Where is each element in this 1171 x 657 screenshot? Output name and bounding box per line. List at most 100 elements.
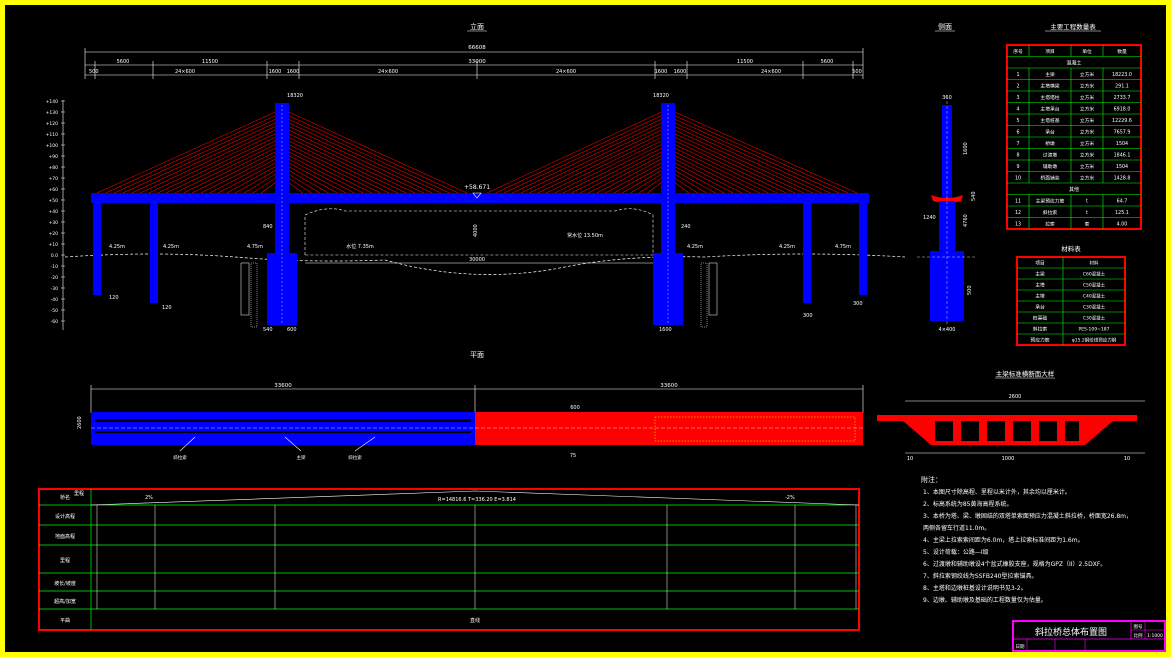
section-top-width: 2600 <box>1009 394 1022 400</box>
plan-title: 平面 <box>470 351 484 359</box>
scale-tick-label: +100 <box>46 143 58 149</box>
table-cell: 12229.6 <box>1112 118 1132 124</box>
bridge-structure <box>91 103 869 325</box>
scale-tick-label: +60 <box>49 187 59 193</box>
section-side: 10 <box>1124 456 1130 462</box>
table-cell: 2733.7 <box>1114 95 1131 101</box>
table-cell: 立方米 <box>1080 71 1095 78</box>
note-item: 两侧各留车行道11.0m。 <box>923 524 990 532</box>
notes: 附注： 1、本图尺寸除高程、里程以米计外，其余均以厘米计。 2、标高系统为85黄… <box>921 475 1132 604</box>
table-cell: 3 <box>1016 95 1019 101</box>
material-cell: 主梁 <box>1035 271 1045 278</box>
pier <box>803 203 811 303</box>
material-cell: 主墩 <box>1035 293 1045 300</box>
table-cell: 立方米 <box>1080 129 1095 136</box>
table-cell: 主塔塔柱 <box>1040 94 1059 101</box>
span-label: 24×600 <box>761 69 781 75</box>
table-cell: 套 <box>1085 221 1090 228</box>
table-cell: 立方米 <box>1080 140 1095 147</box>
scale-tick-label: +50 <box>49 198 59 204</box>
seg-label: 500 <box>89 69 99 75</box>
plan-left-length: 33600 <box>274 383 292 389</box>
table-cell: 1428.8 <box>1114 176 1131 182</box>
table-cell: 13 <box>1015 222 1021 228</box>
table-cell: 立方米 <box>1080 163 1095 170</box>
table-subheader: 其他 <box>1069 186 1079 193</box>
table-cell: 5 <box>1016 118 1019 124</box>
material-cell: C30混凝土 <box>1083 315 1106 322</box>
grade-right: -2% <box>785 495 795 501</box>
seg-label: 11500 <box>202 59 218 65</box>
seg-label: 5600 <box>117 59 130 65</box>
pile-tag: 120 <box>162 305 172 311</box>
pier-width: 4.25m <box>163 244 179 250</box>
profile-row-label: 超高/加宽 <box>54 598 76 605</box>
material-cell: φ15.2钢绞线预应力钢 <box>1072 337 1117 344</box>
table-cell: 7 <box>1016 141 1019 147</box>
plan-right-length: 33600 <box>660 383 678 389</box>
footing-dim: 600 <box>287 327 297 333</box>
clearance-height: 4000 <box>473 224 479 237</box>
table-cell: 主塔承台 <box>1040 106 1059 113</box>
plan-view <box>90 385 864 452</box>
plane-curve-value: 直线 <box>470 617 480 624</box>
small-dim: 840 <box>263 224 273 230</box>
material-cell: 斜拉索 <box>1033 326 1048 333</box>
table-cell: 立方米 <box>1080 175 1095 182</box>
pile-tag: 300 <box>803 313 813 319</box>
table-cell: 6 <box>1016 130 1019 136</box>
table-cell: 斜拉索 <box>1043 209 1058 216</box>
note-item: 8、主塔和边墩桩基设计说明书见3-2。 <box>923 584 1027 592</box>
table-cell: 主梁 <box>1045 71 1055 78</box>
scale-tick-label: +30 <box>49 220 59 226</box>
side-dim-mid: 1600 <box>963 142 969 155</box>
elevation-title: 立面 <box>470 22 484 31</box>
pier-width: 4.25m <box>109 244 125 250</box>
scale-tick-label: -40 <box>51 297 58 303</box>
side-dim-top: 360 <box>942 95 952 101</box>
table-cell: 12 <box>1015 210 1021 216</box>
note-item: 5、设计荷载：公路—I级 <box>923 548 989 556</box>
elevation-scale: +140+130+120+110+100+90+80+70+60+50+40+3… <box>46 99 65 330</box>
side-dim-w1: 1240 <box>923 215 936 221</box>
water-level-normal: 常水位 13.50m <box>567 232 603 239</box>
stay-cables <box>96 108 858 194</box>
table-cell: t <box>1086 210 1088 216</box>
table-cell: 项目 <box>1045 49 1055 55</box>
material-cell: 项目 <box>1035 261 1045 267</box>
scale-tick-label: +80 <box>49 165 59 171</box>
vertical-curve: R=14816.6 T=336.20 E=3.814 <box>438 497 516 503</box>
material-table-title: 材料表 <box>1061 244 1081 253</box>
footing-dim: 540 <box>263 327 273 333</box>
table-cell: 辅助墩 <box>1043 163 1058 170</box>
scale-tick-label: +10 <box>49 242 59 248</box>
side-title: 侧面 <box>938 22 952 31</box>
section-bottom-width: 1000 <box>1002 456 1015 462</box>
table-cell: 291.1 <box>1115 84 1129 90</box>
table-cell: 立方米 <box>1080 152 1095 159</box>
material-cell: C40混凝土 <box>1083 293 1106 300</box>
note-item: 1、本图尺寸除高程、里程以米计外，其余均以厘米计。 <box>923 488 1071 496</box>
ground-line <box>64 253 906 275</box>
span-label: 24×600 <box>556 69 576 75</box>
plan-num: 75 <box>570 453 576 459</box>
table-cell: 4.00 <box>1117 222 1128 228</box>
tower-top-label: 18320 <box>287 93 303 99</box>
note-item: 7、斜拉索钢绞线为SSFB240型拉索锚具。 <box>923 572 1037 580</box>
tower-top-label: 18320 <box>653 93 669 99</box>
main-span: 33000 <box>468 59 486 65</box>
table-cell: 9 <box>1016 164 1019 170</box>
plan-mid: 600 <box>570 405 580 411</box>
note-item: 6、过渡墩和辅助墩设4个盆式橡胶支座，规格为GPZ（II）2.5DXF。 <box>923 560 1106 568</box>
table-cell: 数量 <box>1117 48 1127 55</box>
table-cell: 主塔桩基 <box>1040 117 1059 124</box>
table-cell: 125.1 <box>1115 210 1129 216</box>
seg-label: 1600 <box>269 69 282 75</box>
profile-header: 里程 <box>74 490 84 497</box>
table-cell: t <box>1086 199 1088 205</box>
table-cell: 64.7 <box>1117 199 1128 205</box>
material-cell: C30混凝土 <box>1083 304 1106 311</box>
span-label: 24×600 <box>378 69 398 75</box>
material-cell: 桩基础 <box>1033 315 1048 322</box>
